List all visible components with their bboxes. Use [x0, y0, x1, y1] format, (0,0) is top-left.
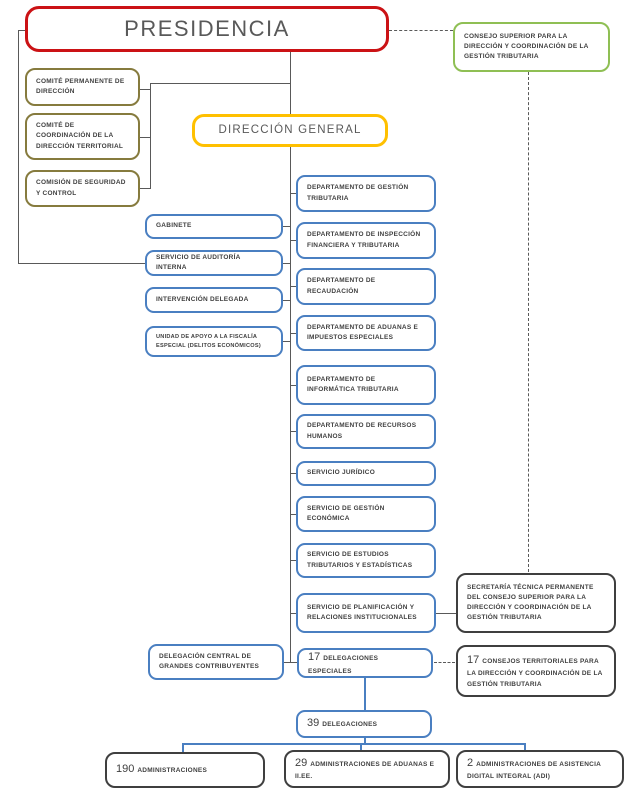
connector-line-blue: [364, 678, 366, 710]
node-dept-recursos-humanos-label: DEPARTAMENTO DE RECURSOS HUMANOS: [307, 422, 417, 440]
connector-line: [290, 431, 296, 432]
node-auditoria-interna: SERVICIO DE AUDITORÍA INTERNA: [145, 250, 283, 276]
node-servicio-estudios-label: SERVICIO DE ESTUDIOS TRIBUTARIOS Y ESTAD…: [307, 551, 413, 569]
node-secretaria-tecnica: SECRETARÍA TÉCNICA PERMANENTE DEL CONSEJ…: [456, 573, 616, 633]
node-dept-inspeccion: DEPARTAMENTO DE INSPECCIÓN FINANCIERA Y …: [296, 222, 436, 259]
connector-line-trunk: [290, 52, 291, 662]
dashed-connector-line: [389, 30, 453, 31]
connector-line: [283, 341, 291, 342]
node-servicio-juridico-label: SERVICIO JURÍDICO: [307, 469, 376, 477]
node-delegaciones-label: DELEGACIONES: [322, 721, 378, 729]
node-comite-coordinacion: COMITÉ DE COORDINACIÓN DE LA DIRECCIÓN T…: [25, 113, 140, 160]
node-auditoria-interna-label: SERVICIO DE AUDITORÍA INTERNA: [156, 253, 241, 271]
node-presidencia-label: PRESIDENCIA: [124, 15, 290, 41]
connector-line: [290, 514, 296, 515]
connector-line-blue: [182, 743, 524, 745]
node-comite-coordinacion-label: COMITÉ DE COORDINACIÓN DE LA DIRECCIÓN T…: [36, 122, 124, 150]
node-presidencia: PRESIDENCIA: [25, 6, 389, 52]
connector-line: [290, 560, 296, 561]
connector-line: [283, 263, 291, 264]
node-servicio-juridico: SERVICIO JURÍDICO: [296, 461, 436, 486]
delegaciones-count: 39: [307, 717, 320, 730]
dashed-connector-line: [528, 72, 529, 572]
connector-line: [140, 188, 150, 189]
node-servicio-planificacion-label: SERVICIO DE PLANIFICACIÓN Y RELACIONES I…: [307, 603, 417, 621]
connector-line: [140, 89, 150, 90]
connector-line-blue: [524, 743, 526, 751]
connector-line: [18, 30, 25, 31]
node-administraciones-aduanas-label: ADMINISTRACIONES DE ADUANAS E II.EE.: [295, 761, 435, 781]
node-delegacion-central-label: DELEGACIÓN CENTRAL DE GRANDES CONTRIBUYE…: [159, 652, 260, 670]
node-administraciones-label: ADMINISTRACIONES: [137, 767, 208, 775]
node-dept-aduanas-label: DEPARTAMENTO DE ADUANAS E IMPUESTOS ESPE…: [307, 323, 419, 341]
node-dept-informatica-label: DEPARTAMENTO DE INFORMÁTICA TRIBUTARIA: [307, 375, 399, 393]
connector-line: [18, 30, 19, 263]
connector-line: [140, 137, 150, 138]
node-consejo-superior-label: CONSEJO SUPERIOR PARA LA DIRECCIÓN Y COO…: [464, 32, 589, 61]
connector-line: [290, 385, 296, 386]
node-dept-recaudacion: DEPARTAMENTO DE RECAUDACIÓN: [296, 268, 436, 305]
node-consejo-superior: CONSEJO SUPERIOR PARA LA DIRECCIÓN Y COO…: [453, 22, 610, 72]
node-dept-inspeccion-label: DEPARTAMENTO DE INSPECCIÓN FINANCIERA Y …: [307, 231, 421, 249]
administraciones-aduanas-count: 29: [295, 757, 308, 770]
node-consejos-territoriales-label: CONSEJOS TERRITORIALES PARA LA DIRECCIÓN…: [467, 658, 603, 688]
consejos-territoriales-count: 17: [467, 654, 480, 667]
node-comite-permanente-label: COMITÉ PERMANENTE DE DIRECCIÓN: [36, 77, 125, 95]
node-administraciones-adi-label: ADMINISTRACIONES DE ASISTENCIA DIGITAL I…: [467, 761, 601, 781]
node-dept-recaudacion-label: DEPARTAMENTO DE RECAUDACIÓN: [307, 277, 376, 295]
node-comision-seguridad-label: COMISIÓN DE SEGURIDAD Y CONTROL: [36, 179, 126, 197]
connector-line-blue: [360, 743, 362, 751]
connector-line: [290, 193, 296, 194]
node-delegaciones-especiales-label: DELEGACIONES ESPECIALES: [308, 655, 379, 675]
node-comite-permanente: COMITÉ PERMANENTE DE DIRECCIÓN: [25, 68, 140, 106]
node-secretaria-tecnica-label: SECRETARÍA TÉCNICA PERMANENTE DEL CONSEJ…: [467, 583, 594, 622]
node-servicio-gestion-economica-label: SERVICIO DE GESTIÓN ECONÓMICA: [307, 504, 385, 522]
connector-line: [150, 83, 290, 84]
node-unidad-apoyo-fiscalia-label: UNIDAD DE APOYO A LA FISCALÍA ESPECIAL (…: [156, 333, 261, 349]
connector-line-blue: [182, 743, 184, 752]
node-dept-gestion-tributaria-label: DEPARTAMENTO DE GESTIÓN TRIBUTARIA: [307, 184, 409, 202]
node-dept-informatica: DEPARTAMENTO DE INFORMÁTICA TRIBUTARIA: [296, 365, 436, 405]
connector-line: [290, 286, 296, 287]
dashed-connector-line: [434, 662, 455, 663]
node-delegacion-central: DELEGACIÓN CENTRAL DE GRANDES CONTRIBUYE…: [148, 644, 284, 680]
node-intervencion-delegada: INTERVENCIÓN DELEGADA: [145, 287, 283, 313]
connector-line: [290, 613, 296, 614]
connector-line-blue: [364, 738, 366, 744]
node-gabinete: GABINETE: [145, 214, 283, 239]
connector-line: [290, 333, 296, 334]
node-servicio-estudios: SERVICIO DE ESTUDIOS TRIBUTARIOS Y ESTAD…: [296, 543, 436, 578]
node-comision-seguridad: COMISIÓN DE SEGURIDAD Y CONTROL: [25, 170, 140, 207]
node-servicio-planificacion: SERVICIO DE PLANIFICACIÓN Y RELACIONES I…: [296, 593, 436, 633]
administraciones-adi-count: 2: [467, 757, 474, 770]
connector-line: [434, 613, 456, 614]
delegaciones-especiales-count: 17: [308, 651, 321, 664]
node-dept-aduanas: DEPARTAMENTO DE ADUANAS E IMPUESTOS ESPE…: [296, 315, 436, 351]
connector-line: [290, 473, 296, 474]
node-gabinete-label: GABINETE: [156, 222, 192, 230]
node-intervencion-delegada-label: INTERVENCIÓN DELEGADA: [156, 295, 249, 303]
node-unidad-apoyo-fiscalia: UNIDAD DE APOYO A LA FISCALÍA ESPECIAL (…: [145, 326, 283, 357]
connector-line: [283, 300, 291, 301]
node-direccion-general: DIRECCIÓN GENERAL: [192, 114, 388, 147]
connector-line: [290, 240, 296, 241]
administraciones-count: 190: [116, 763, 135, 776]
node-servicio-gestion-economica: SERVICIO DE GESTIÓN ECONÓMICA: [296, 496, 436, 532]
node-dept-recursos-humanos: DEPARTAMENTO DE RECURSOS HUMANOS: [296, 414, 436, 449]
connector-line: [283, 226, 291, 227]
node-dept-gestion-tributaria: DEPARTAMENTO DE GESTIÓN TRIBUTARIA: [296, 175, 436, 212]
connector-line: [150, 83, 151, 189]
connector-line: [18, 263, 145, 264]
connector-line: [283, 662, 298, 663]
node-direccion-general-label: DIRECCIÓN GENERAL: [218, 123, 362, 136]
